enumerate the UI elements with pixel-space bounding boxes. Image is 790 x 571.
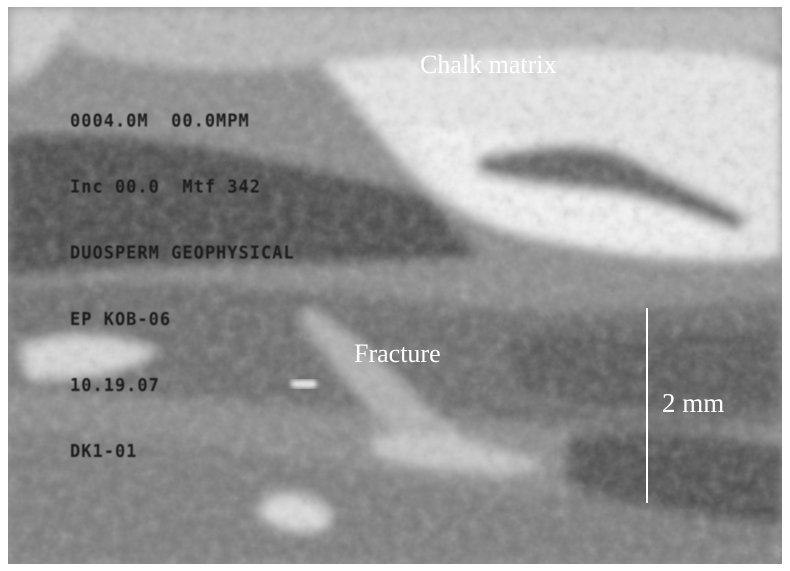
overlay-line: Inc 00.0 Mtf 342	[70, 176, 261, 198]
core-photograph: 0004.0M 00.0MPM Inc 00.0 Mtf 342 DUOSPER…	[8, 7, 782, 564]
overlay-line: DUOSPERM GEOPHYSICAL	[70, 242, 295, 264]
overlay-line: 10.19.07	[70, 375, 160, 397]
overlay-line: EP KOB-06	[70, 309, 172, 331]
overlay-line: DK1-01	[70, 441, 138, 463]
scale-bar	[646, 308, 648, 503]
fracture-label: Fracture	[354, 339, 441, 368]
scale-label: 2 mm	[662, 388, 725, 418]
overlay-line: 0004.0M 00.0MPM	[70, 110, 250, 132]
chalk-matrix-label: Chalk matrix	[420, 50, 557, 79]
camera-data-overlay: 0004.0M 00.0MPM Inc 00.0 Mtf 342 DUOSPER…	[70, 67, 295, 508]
rock-texture	[8, 7, 782, 564]
